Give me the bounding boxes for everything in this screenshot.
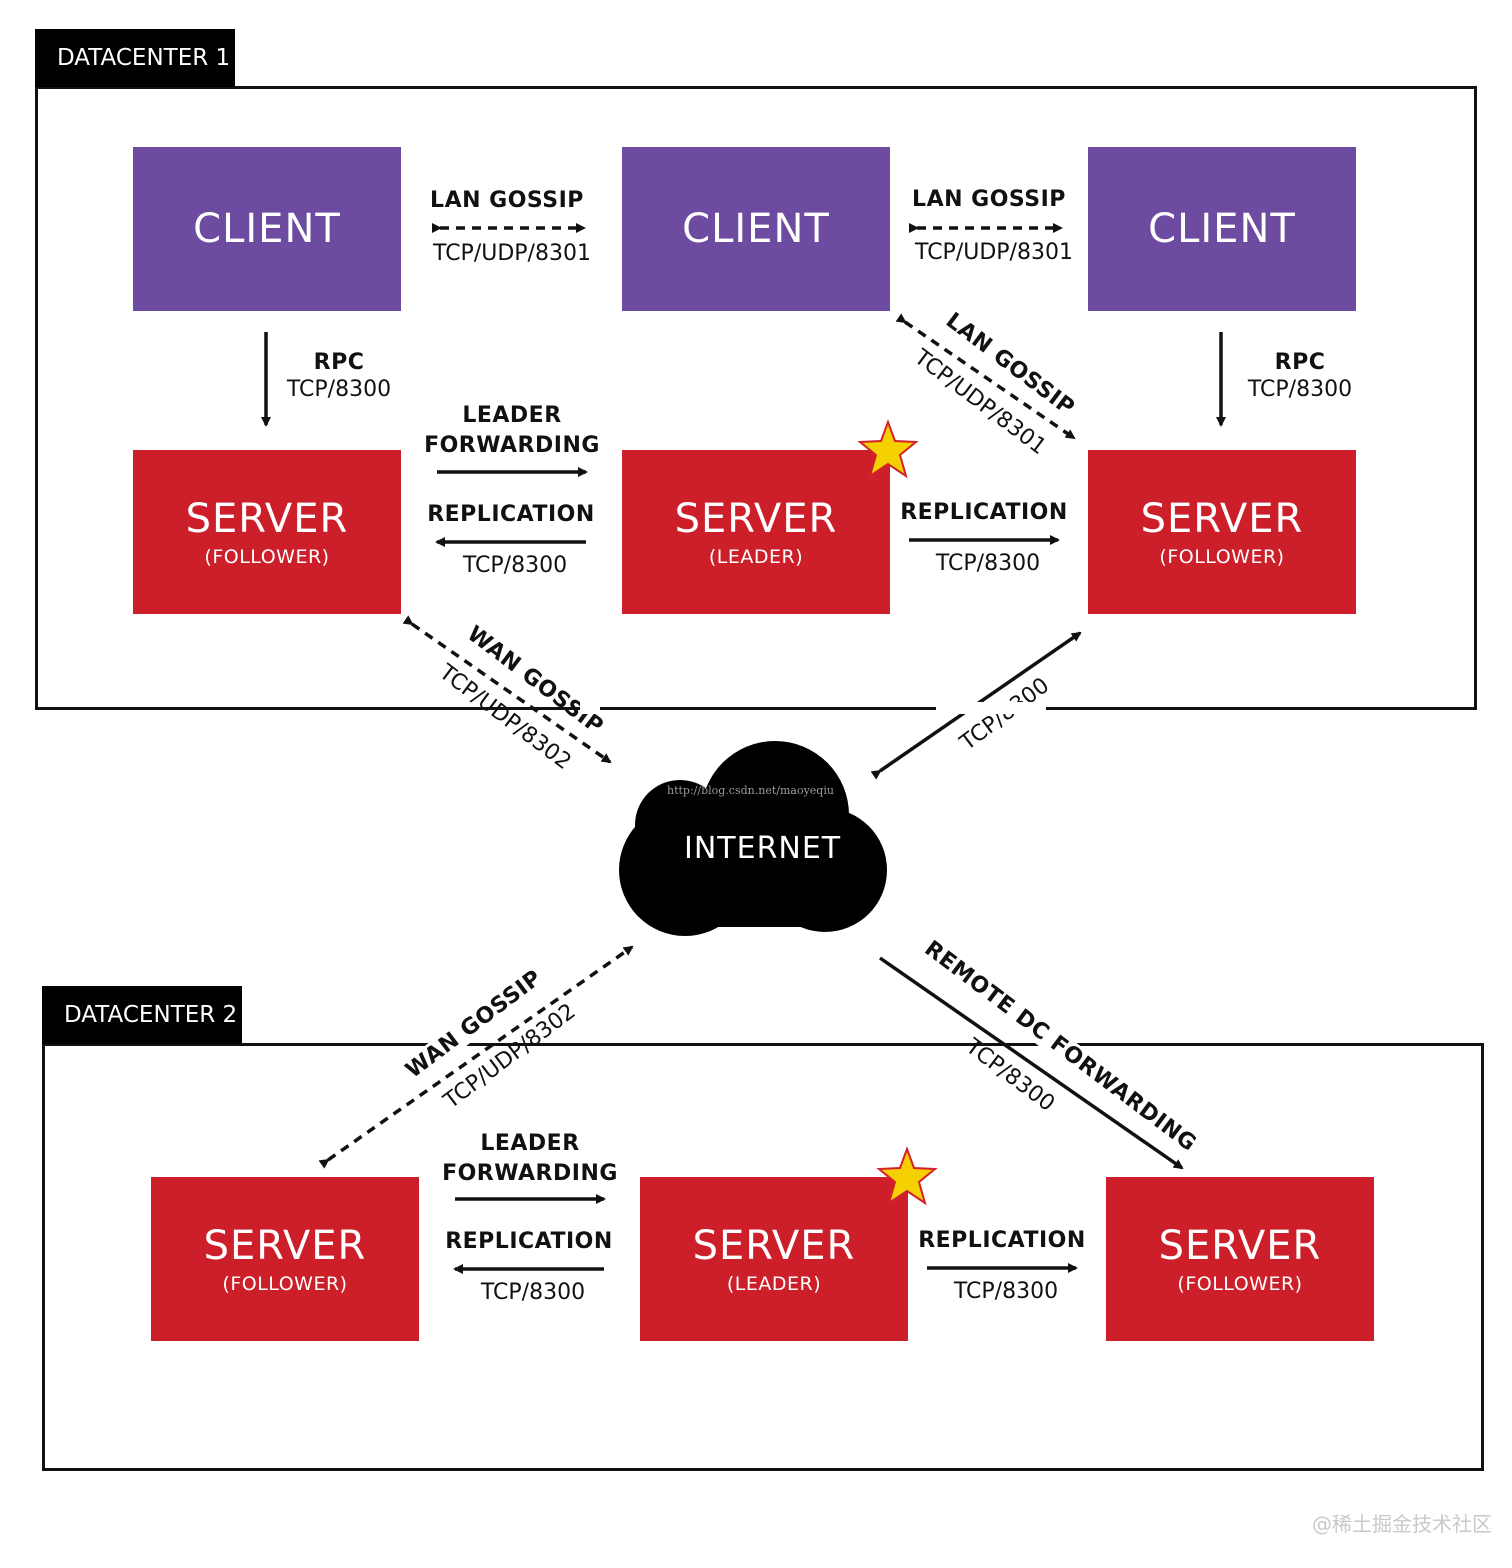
server-role: (LEADER) (708, 546, 804, 568)
datacenter-2-tab: DATACENTER 2 (42, 986, 242, 1044)
watermark: @稀土掘金技术社区 (1312, 1512, 1492, 1536)
dc1-lan-gossip-1-title: LAN GOSSIP (430, 188, 584, 213)
server-title: SERVER (674, 496, 838, 542)
dc2-replication-right-port: TCP/8300 (953, 1279, 1059, 1304)
datacenter-2-frame (42, 1043, 1484, 1471)
dc2-server-leader: SERVER (LEADER) (640, 1177, 908, 1341)
client-title: CLIENT (193, 206, 341, 252)
leader-star-icon (876, 1146, 938, 1206)
dc1-wan-gossip-arrow (402, 615, 612, 764)
dc1-lan-gossip-1-port: TCP/UDP/8301 (433, 241, 591, 266)
server-role: (FOLLOWER) (1159, 546, 1285, 568)
dc1-client-3: CLIENT (1088, 147, 1356, 311)
dc1-client-2: CLIENT (622, 147, 890, 311)
server-role: (FOLLOWER) (222, 1273, 348, 1295)
dc1-rpc-left-title: RPC (313, 350, 365, 375)
dc1-frame-gap-left (580, 702, 600, 714)
server-title: SERVER (1158, 1223, 1322, 1269)
client-title: CLIENT (1148, 206, 1296, 252)
dc2-server-follower-right: SERVER (FOLLOWER) (1106, 1177, 1374, 1341)
dc1-client-1: CLIENT (133, 147, 401, 311)
dc2-wan-gossip-arrow (318, 945, 634, 1169)
datacenter-1-frame (35, 86, 1477, 710)
dc2-replication-right-title: REPLICATION (918, 1228, 1086, 1253)
dc1-replication-right-port: TCP/8300 (935, 551, 1041, 576)
leader-star-icon (857, 419, 919, 479)
dc1-server-follower-right: SERVER (FOLLOWER) (1088, 450, 1356, 614)
dc1-rpc-left-port: TCP/8300 (286, 377, 392, 402)
dc2-replication-left-title: REPLICATION (445, 1229, 613, 1254)
internet-label: INTERNET (684, 831, 842, 866)
dc1-lan-gossip-2-port: TCP/UDP/8301 (915, 240, 1073, 265)
dc1-lan-gossip-2-title: LAN GOSSIP (912, 187, 1066, 212)
server-title: SERVER (185, 496, 349, 542)
dc1-server-follower-left: SERVER (FOLLOWER) (133, 450, 401, 614)
client-title: CLIENT (682, 206, 830, 252)
server-role: (FOLLOWER) (204, 546, 330, 568)
dc1-replication-left-title: REPLICATION (427, 502, 595, 527)
server-title: SERVER (692, 1223, 856, 1269)
server-role: (LEADER) (726, 1273, 822, 1295)
dc2-server-follower-left: SERVER (FOLLOWER) (151, 1177, 419, 1341)
dc1-server-leader: SERVER (LEADER) (622, 450, 890, 614)
server-title: SERVER (203, 1223, 367, 1269)
dc1-leader-forwarding-line1: LEADER (462, 403, 562, 428)
datacenter-2-label: DATACENTER 2 (64, 1002, 238, 1028)
dc1-frame-gap-right (936, 702, 1046, 714)
dc1-leader-forwarding-line2: FORWARDING (424, 433, 600, 458)
url-watermark: http://blog.csdn.net/maoyeqiu (667, 784, 834, 797)
server-role: (FOLLOWER) (1177, 1273, 1303, 1295)
cloud-icon (619, 741, 887, 936)
dc1-rpc-right-port: TCP/8300 (1247, 377, 1353, 402)
dc1-rpc-right-title: RPC (1274, 350, 1326, 375)
dc2-remote-dc-arrow (879, 956, 1184, 1170)
dc1-replication-right-title: REPLICATION (900, 500, 1068, 525)
datacenter-1-label: DATACENTER 1 (57, 45, 231, 71)
server-title: SERVER (1140, 496, 1304, 542)
dc1-replication-left-port: TCP/8300 (462, 553, 568, 578)
dc1-lan-gossip-diag-arrow (895, 313, 1076, 440)
dc2-replication-left-port: TCP/8300 (480, 1280, 586, 1305)
datacenter-1-tab: DATACENTER 1 (35, 29, 235, 87)
